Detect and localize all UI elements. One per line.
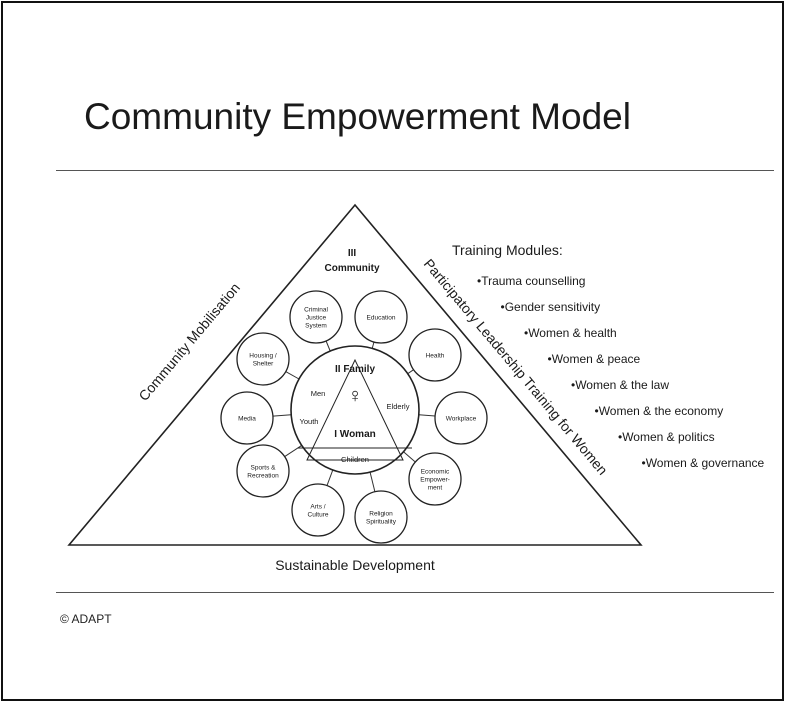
spokes: [272, 340, 436, 492]
training-module-item: •Women & the law: [571, 378, 669, 392]
community-circle: Media: [220, 391, 274, 445]
community-circle-label: Housing /: [249, 353, 277, 360]
community-level-roman: III: [348, 248, 357, 259]
spoke-line: [407, 369, 414, 375]
community-circle-label: Religion: [369, 511, 393, 518]
spoke-line: [403, 451, 416, 463]
woman-triangle: [306, 358, 404, 461]
spoke-line: [418, 414, 436, 417]
family-member-elderly: Elderly: [387, 402, 410, 411]
family-member-children: Children: [341, 455, 369, 464]
community-circle-label: Empower-: [420, 477, 450, 484]
community-circle-label: Criminal: [304, 307, 328, 314]
left-side-label: Community Mobilisation: [135, 280, 243, 404]
training-module-item: •Women & peace: [548, 352, 641, 366]
community-circle-label: Arts /: [310, 504, 325, 511]
community-circle-shape: [408, 452, 462, 506]
title-divider: [56, 170, 774, 171]
community-circle-label: Education: [367, 315, 396, 322]
community-circle-label: Media: [238, 416, 256, 423]
footer-divider: [56, 592, 774, 593]
community-circle-label: Health: [426, 353, 445, 360]
community-circle: Arts /Culture: [291, 483, 345, 537]
community-circle: Sports &Recreation: [236, 444, 290, 498]
community-circle-shape: [289, 290, 343, 344]
family-circle: [290, 345, 420, 475]
community-circle-shape: [434, 391, 488, 445]
community-circle: Education: [354, 290, 408, 344]
community-circle-label: Recreation: [247, 473, 279, 480]
spoke-line: [285, 371, 300, 380]
community-circle-label: Workplace: [446, 416, 477, 423]
bottom-label: Sustainable Development: [275, 557, 435, 573]
training-modules-list: •Trauma counselling •Gender sensitivity •W…: [477, 274, 765, 470]
family-label: II Family: [335, 364, 375, 375]
community-circle-shape: [291, 483, 345, 537]
community-circle-label: Culture: [308, 512, 329, 519]
community-circle-shape: [236, 444, 290, 498]
training-module-item: •Women & health: [524, 326, 617, 340]
woman-label: I Woman: [334, 429, 375, 440]
community-circle-label: System: [305, 323, 327, 330]
female-symbol-icon: ♀: [348, 385, 363, 407]
spoke-line: [325, 340, 331, 352]
family-member-men: Men: [311, 389, 326, 398]
community-circle-label: Economic: [421, 469, 450, 476]
community-circle-shape: [354, 490, 408, 544]
spoke-line: [272, 414, 292, 417]
community-circle-label: Justice: [306, 315, 327, 322]
community-circle-shape: [354, 290, 408, 344]
community-circle-label: Shelter: [253, 361, 274, 368]
spoke-line: [371, 341, 375, 349]
spoke-line: [284, 444, 302, 458]
training-modules-heading: Training Modules:: [452, 242, 563, 258]
community-circle-shape: [220, 391, 274, 445]
spoke-line: [369, 472, 376, 492]
community-circle-shape: [236, 332, 290, 386]
community-circle-label: Spirituality: [366, 519, 397, 526]
community-circle-label: Sports &: [251, 465, 277, 472]
training-module-item: •Gender sensitivity: [501, 300, 601, 314]
training-module-item: •Women & the economy: [595, 404, 724, 418]
community-circle-shape: [408, 328, 462, 382]
training-module-item: •Trauma counselling: [477, 274, 585, 288]
training-module-item: •Women & politics: [618, 430, 715, 444]
outer-triangle: [67, 203, 643, 546]
community-level-label: Community: [325, 263, 380, 274]
copyright-text: © ADAPT: [60, 612, 112, 626]
training-module-item: •Women & governance: [642, 456, 765, 470]
community-circle: Workplace: [434, 391, 488, 445]
community-circle: Housing /Shelter: [236, 332, 290, 386]
spoke-line: [326, 469, 334, 486]
community-circle: Health: [408, 328, 462, 382]
community-circle-label: ment: [428, 485, 443, 492]
family-member-youth: Youth: [300, 417, 319, 426]
page-title: Community Empowerment Model: [84, 96, 631, 137]
